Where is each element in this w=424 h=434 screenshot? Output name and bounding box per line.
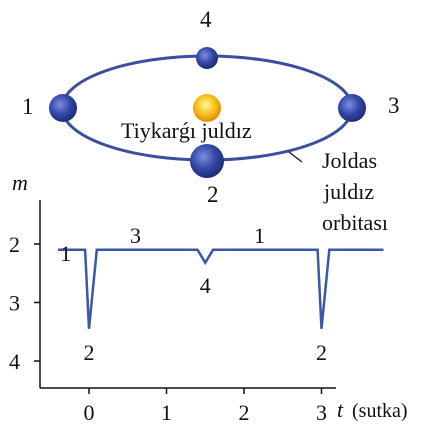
position-label-4: 4 xyxy=(200,7,212,32)
orbit-label-line-2: juldız xyxy=(323,179,374,204)
curve-point-label: 1 xyxy=(254,223,265,248)
orbit-label-line-1: Joldas xyxy=(322,148,377,173)
companion-position-3 xyxy=(338,94,366,122)
x-tick-label: 3 xyxy=(316,400,327,425)
orbit-diagram: 1 3 4 2 Tiykarǵı juldız Joldas juldız or… xyxy=(22,7,400,235)
light-curve-chart: m t (sutka) 2 3 4 0 1 2 3 1 3 4 1 2 2 xyxy=(9,170,408,425)
companion-position-2 xyxy=(190,144,224,178)
position-label-2: 2 xyxy=(207,182,219,207)
position-label-1: 1 xyxy=(22,94,34,119)
curve-point-label: 2 xyxy=(316,340,327,365)
x-ticks: 0 1 2 3 xyxy=(84,388,328,425)
curve-point-label: 1 xyxy=(60,241,71,266)
x-axis-unit: (sutka) xyxy=(352,400,408,422)
companion-position-1 xyxy=(49,94,77,122)
x-tick-label: 0 xyxy=(84,400,95,425)
y-ticks: 2 3 4 xyxy=(9,232,40,374)
light-curve-series xyxy=(58,250,384,329)
x-tick-label: 2 xyxy=(239,400,250,425)
curve-point-label: 3 xyxy=(130,223,141,248)
primary-star-label: Tiykarǵı juldız xyxy=(121,118,252,143)
y-tick-label: 4 xyxy=(9,349,20,374)
y-tick-label: 3 xyxy=(9,291,20,316)
y-tick-label: 2 xyxy=(9,232,20,257)
point-labels: 1 3 4 1 2 2 xyxy=(60,223,327,365)
curve-point-label: 4 xyxy=(200,273,211,298)
x-axis-label: t xyxy=(337,397,344,422)
orbit-label-line-3: orbitası xyxy=(322,210,388,235)
companion-position-4 xyxy=(196,47,218,69)
orbit-label-leader xyxy=(289,152,302,162)
position-label-3: 3 xyxy=(388,93,400,118)
curve-point-label: 2 xyxy=(84,340,95,365)
x-tick-label: 1 xyxy=(161,400,172,425)
y-axis-label: m xyxy=(12,170,28,195)
light-curve-line xyxy=(58,250,384,329)
